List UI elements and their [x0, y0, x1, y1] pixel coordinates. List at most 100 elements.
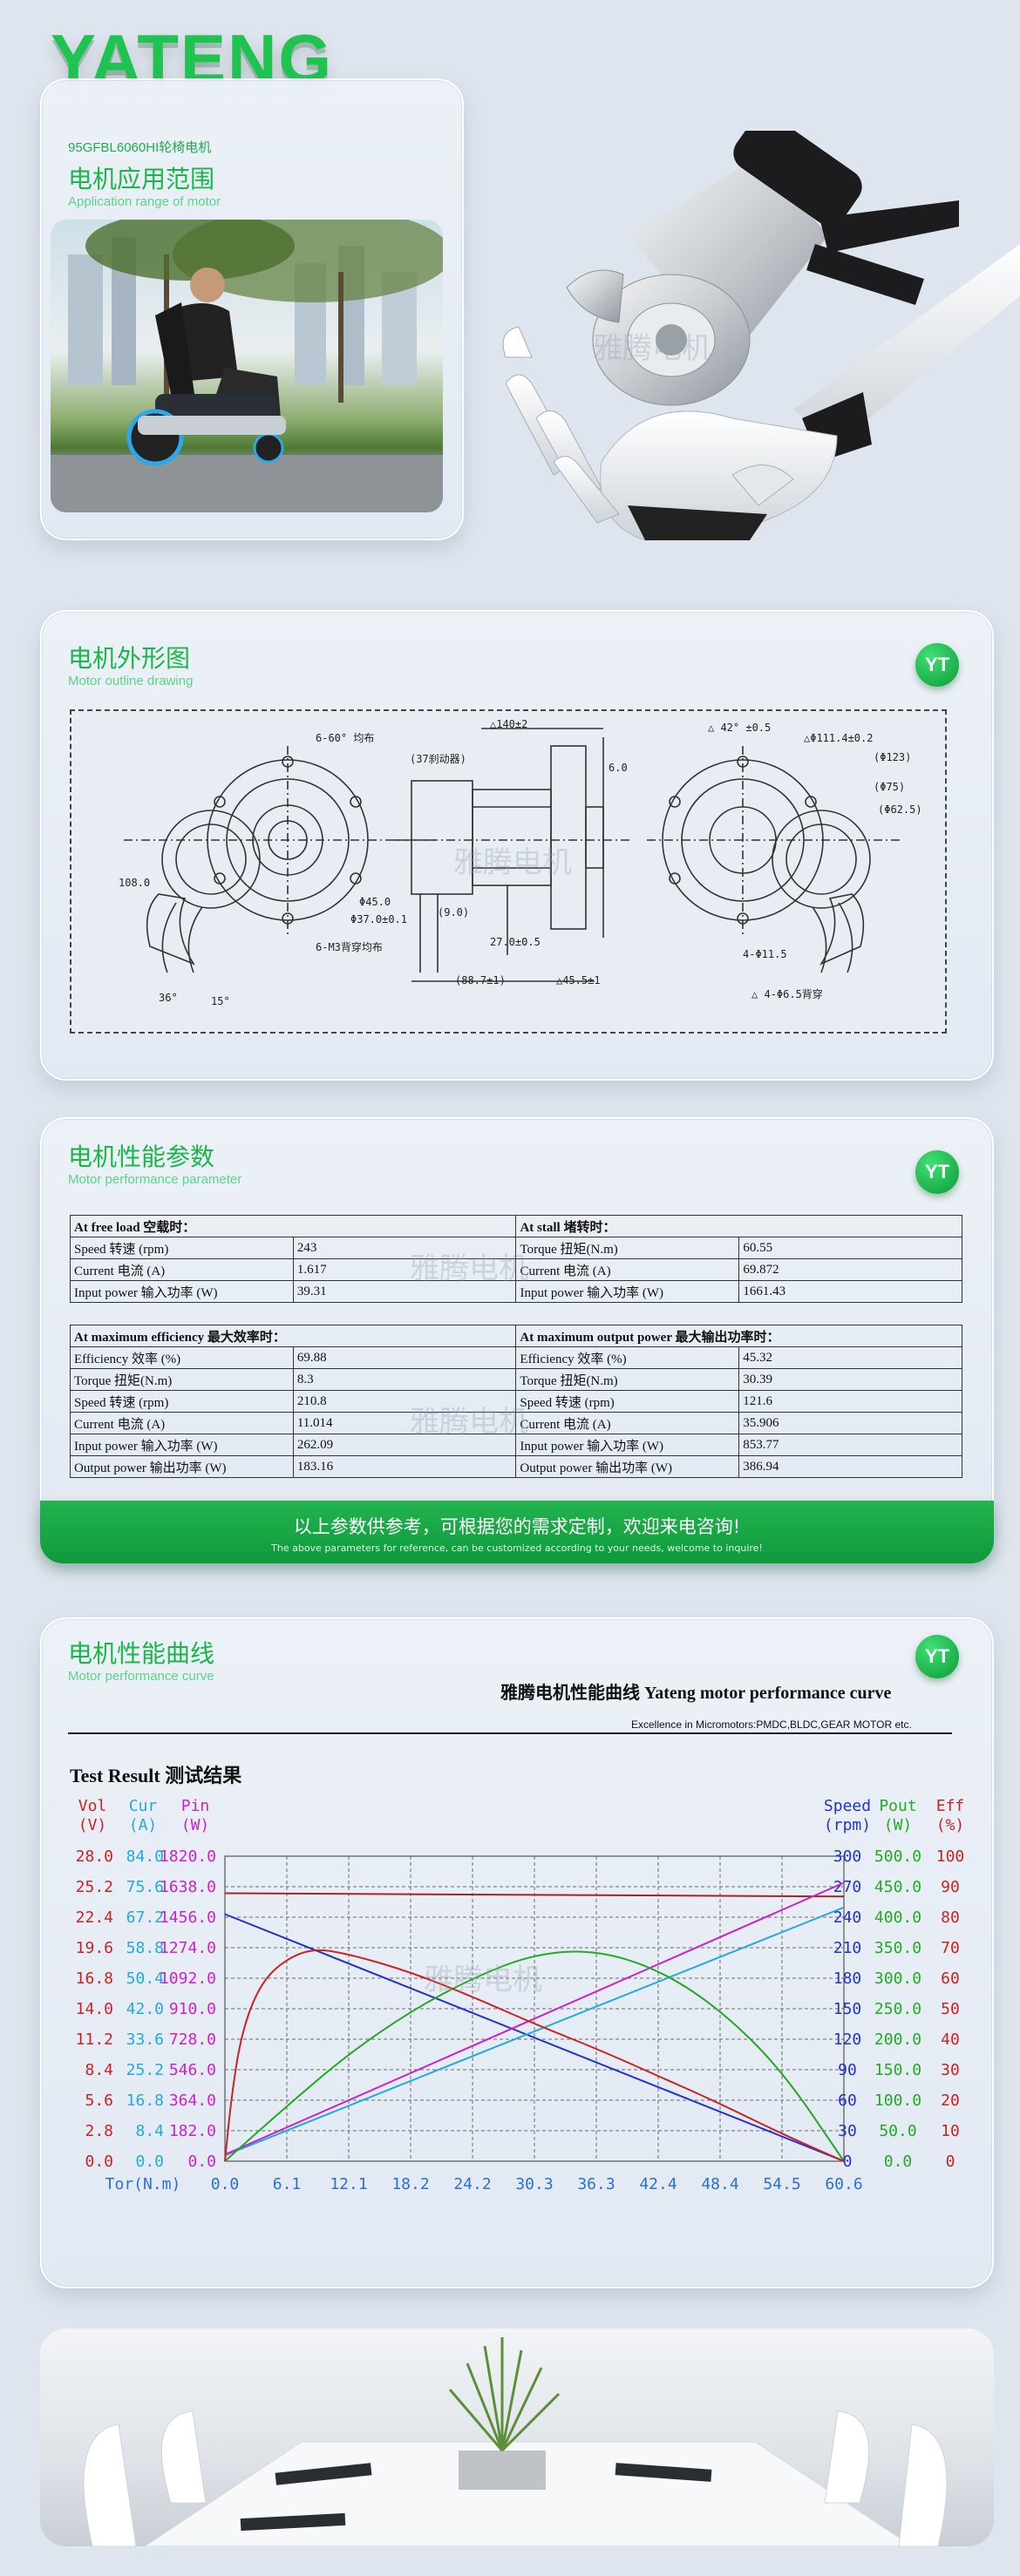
x-tick-label: 48.4 — [701, 2175, 738, 2193]
param-label: Efficiency 效率 (%) — [515, 1346, 740, 1369]
y-tick-label: 70 — [941, 1939, 960, 1957]
y-tick-label: 40 — [941, 2030, 960, 2049]
dim-6: 36° — [159, 992, 178, 1004]
dim-21: △ 4-Φ6.5背穿 — [751, 988, 823, 1000]
y-tick-label: 0 — [946, 2152, 955, 2171]
y-tick-label: 90 — [838, 2061, 857, 2079]
param-label: Current 电流 (A) — [70, 1412, 294, 1434]
axis-label: (V) — [78, 1816, 107, 1834]
dim-14: △45.5±1 — [556, 974, 601, 986]
param-label: Torque 扭矩(N.m) — [515, 1237, 740, 1259]
params-subtitle: Motor performance parameter — [68, 1172, 242, 1187]
param-value: 69.88 — [292, 1346, 517, 1369]
dim-3: Φ45.0 — [359, 896, 391, 908]
param-label: Efficiency 效率 (%) — [70, 1346, 294, 1369]
application-subtitle: Application range of motor — [68, 194, 221, 209]
params-title: 电机性能参数 — [68, 1142, 215, 1171]
y-tick-label: 150.0 — [874, 2061, 921, 2079]
y-tick-label: 200.0 — [874, 2030, 921, 2049]
y-tick-label: 14.0 — [76, 2000, 113, 2018]
param-label: Current 电流 (A) — [515, 1258, 740, 1281]
curve-subtitle: Motor performance curve — [68, 1669, 214, 1684]
y-tick-label: 728.0 — [169, 2030, 216, 2049]
y-tick-label: 1820.0 — [160, 1847, 216, 1866]
param-label: Speed 转速 (rpm) — [515, 1390, 740, 1413]
dim-7: 15° — [211, 995, 230, 1007]
axis-label: Vol — [78, 1797, 107, 1815]
y-tick-label: 30 — [941, 2061, 960, 2079]
y-tick-label: 22.4 — [76, 1908, 113, 1927]
application-title: 电机应用范围 — [68, 165, 215, 193]
y-tick-label: 350.0 — [874, 1939, 921, 1957]
series-line-speed — [224, 1913, 845, 2162]
curve-tagline: Excellence in Micromotors:PMDC,BLDC,GEAR… — [631, 1718, 912, 1731]
y-tick-label: 910.0 — [169, 2000, 216, 2018]
y-tick-label: 60 — [941, 1969, 960, 1988]
model-name: 95GFBL6060HI轮椅电机 — [68, 140, 212, 155]
x-tick-label: 42.4 — [639, 2175, 677, 2193]
yt-badge-icon-3: YT — [915, 1635, 959, 1678]
param-value: 243 — [292, 1237, 517, 1259]
y-tick-label: 20 — [941, 2091, 960, 2110]
y-tick-label: 100 — [936, 1847, 965, 1866]
axis-label: Eff — [936, 1797, 965, 1815]
axis-label: (W) — [181, 1816, 210, 1834]
x-tick-label: 30.3 — [515, 2175, 553, 2193]
curve-card — [40, 1617, 994, 2288]
yt-badge-icon-2: YT — [915, 1150, 959, 1194]
dim-8: (37刹动器) — [410, 753, 466, 765]
stall-header: At stall 堵转时： — [515, 1215, 962, 1237]
y-tick-label: 58.8 — [126, 1939, 164, 1957]
param-value: 60.55 — [738, 1237, 962, 1259]
y-tick-label: 80 — [941, 1908, 960, 1927]
y-tick-label: 67.2 — [126, 1908, 164, 1927]
dim-12: 27.0±0.5 — [490, 936, 541, 948]
param-value: 30.39 — [738, 1368, 962, 1391]
y-tick-label: 50 — [941, 2000, 960, 2018]
param-label: Speed 转速 (rpm) — [70, 1390, 294, 1413]
y-tick-label: 182.0 — [169, 2122, 216, 2140]
yt-badge-icon: YT — [915, 643, 959, 687]
x-tick-label: 0.0 — [211, 2175, 240, 2193]
y-tick-label: 84.0 — [126, 1847, 164, 1866]
y-tick-label: 1092.0 — [160, 1969, 216, 1988]
y-tick-label: 0.0 — [85, 2152, 113, 2171]
axis-label: (A) — [129, 1816, 158, 1834]
y-tick-label: 0.0 — [884, 2152, 913, 2171]
dim-11: (9.0) — [438, 906, 470, 919]
y-tick-label: 210 — [833, 1939, 862, 1957]
x-tick-label: 6.1 — [273, 2175, 302, 2193]
curve-title: 电机性能曲线 — [68, 1639, 215, 1668]
outline-subtitle: Motor outline drawing — [68, 674, 194, 688]
banner-line-1: 以上参数供参考，可根据您的需求定制，欢迎来电咨询! — [293, 1516, 741, 1537]
y-tick-label: 120 — [833, 2030, 862, 2049]
watermark-4: 雅腾电机 — [410, 1405, 528, 1440]
y-tick-label: 364.0 — [169, 2091, 216, 2110]
y-tick-label: 19.6 — [76, 1939, 113, 1957]
axis-label: Speed — [824, 1797, 871, 1815]
wheelchair-scene-illustration — [51, 220, 443, 512]
axis-label: Cur — [129, 1797, 158, 1815]
param-label: Speed 转速 (rpm) — [70, 1237, 294, 1259]
dim-10: 6.0 — [609, 762, 628, 774]
dim-13: (88.7±1) — [455, 974, 506, 986]
y-tick-label: 25.2 — [76, 1878, 113, 1896]
y-tick-label: 16.8 — [126, 2091, 164, 2110]
y-tick-label: 0.0 — [187, 2152, 216, 2171]
x-tick-label: 12.1 — [330, 2175, 367, 2193]
free-load-header: At free load 空载时： — [69, 1215, 517, 1237]
param-value: 8.3 — [292, 1368, 517, 1391]
param-value: 35.906 — [738, 1412, 962, 1434]
x-tick-label: 18.2 — [391, 2175, 429, 2193]
param-value: 853.77 — [738, 1434, 962, 1456]
y-tick-label: 500.0 — [874, 1847, 921, 1866]
axis-label: Pin — [181, 1797, 210, 1815]
axis-label: (rpm) — [824, 1816, 871, 1834]
meeting-room-illustration — [40, 2329, 994, 2546]
dim-15: △ 42° ±0.5 — [708, 722, 772, 734]
param-value: 45.32 — [738, 1346, 962, 1369]
x-axis-label: Tor(N.m) — [105, 2175, 181, 2193]
y-tick-label: 180 — [833, 1969, 862, 1988]
y-tick-label: 50.4 — [126, 1969, 164, 1988]
